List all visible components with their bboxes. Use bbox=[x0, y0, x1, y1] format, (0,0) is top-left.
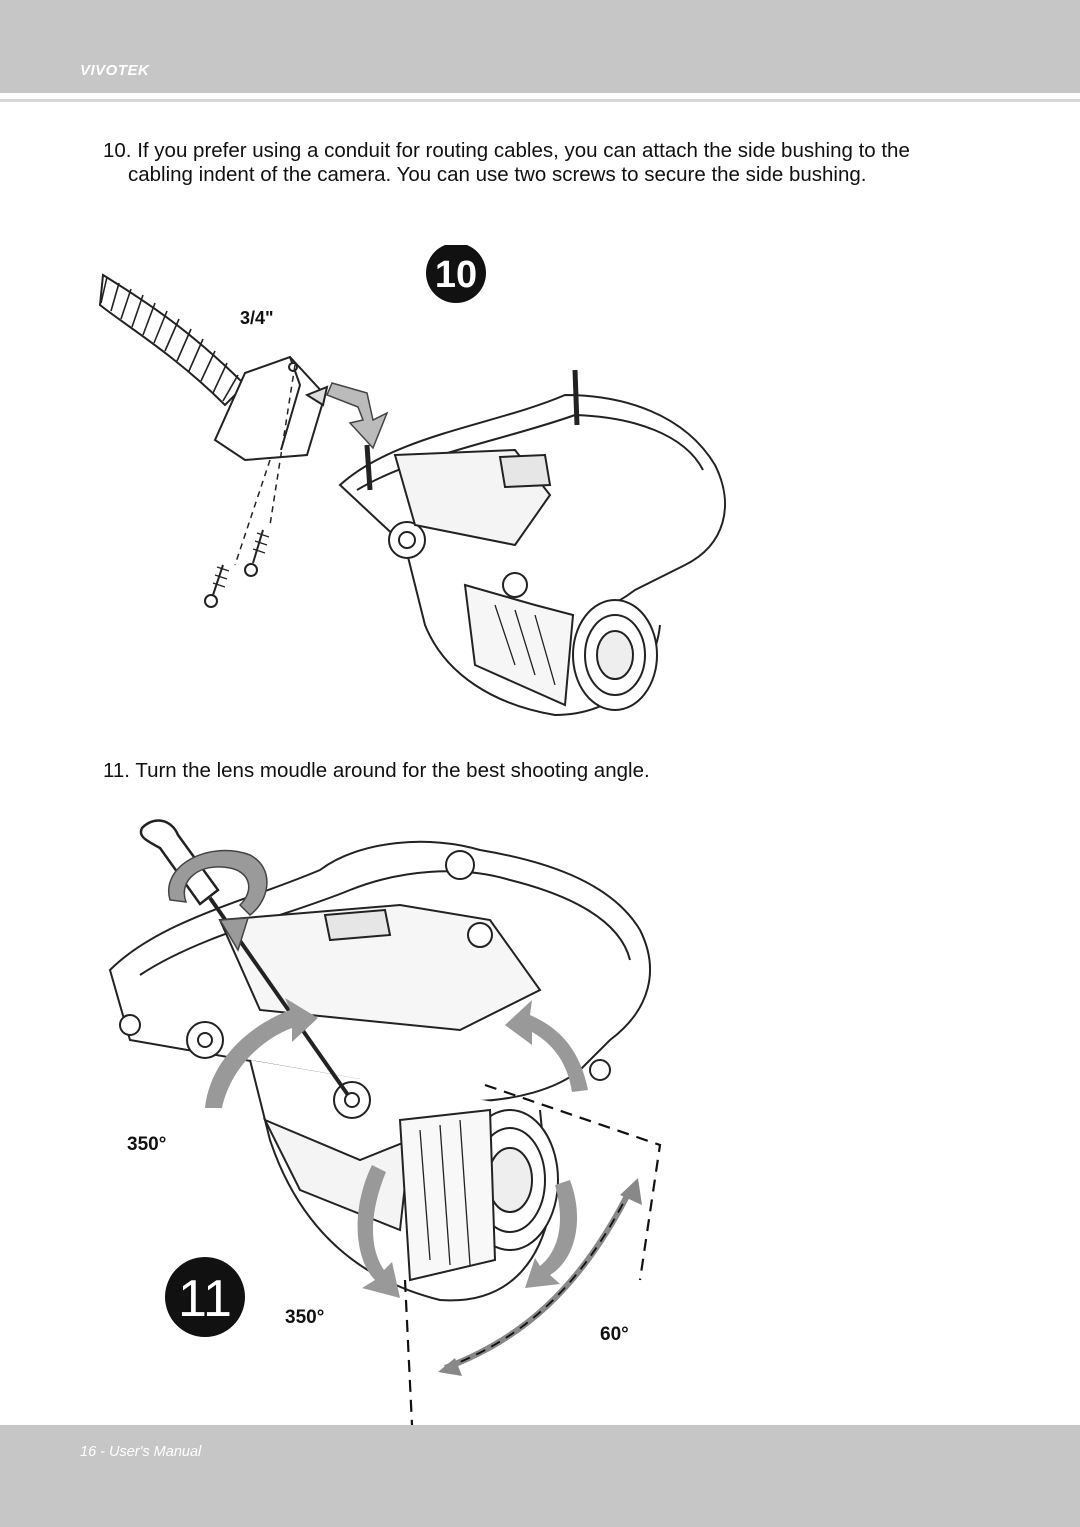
camera-housing-illustration bbox=[108, 840, 651, 1302]
figure-10-illustration: 3/4" 10 bbox=[98, 245, 726, 717]
screw-guide-lines bbox=[234, 364, 296, 566]
step-11-badge: 11 bbox=[165, 1257, 245, 1337]
rotate-arrow-right-icon bbox=[525, 1180, 578, 1288]
tilt-guide-lines bbox=[403, 1083, 662, 1425]
step-11-line1: Turn the lens moudle around for the best… bbox=[135, 759, 650, 782]
rotate-arrow-left-icon bbox=[357, 1165, 400, 1298]
page-footer bbox=[0, 1425, 1080, 1527]
screw-right bbox=[244, 529, 270, 577]
conduit-size-label: 3/4" bbox=[240, 308, 274, 328]
insert-arrow-icon bbox=[326, 382, 389, 450]
step-11-text: 11. Turn the lens moudle around for the … bbox=[103, 759, 650, 783]
page-number-label: 16 - User's Manual bbox=[80, 1444, 202, 1460]
step-10-badge-number: 10 bbox=[435, 254, 477, 296]
pan-arrow-left-icon bbox=[205, 998, 318, 1108]
tilt-arc-arrow-icon bbox=[438, 1178, 642, 1376]
camera-body-illustration bbox=[338, 369, 726, 717]
conduit-illustration bbox=[98, 273, 247, 407]
rotate-angle-label: 350° bbox=[285, 1307, 324, 1328]
brand-logo: VIVOTEK bbox=[80, 62, 150, 79]
step-10-badge: 10 bbox=[426, 245, 486, 303]
rotate-screwdriver-icon bbox=[167, 849, 268, 952]
screw-left bbox=[204, 564, 230, 608]
pan-angle-label: 350° bbox=[127, 1134, 166, 1155]
step-10-number: 10. bbox=[103, 139, 132, 162]
side-bushing bbox=[213, 355, 329, 462]
tilt-angle-label: 60° bbox=[600, 1324, 629, 1345]
step-10-line2: cabling indent of the camera. You can us… bbox=[128, 163, 867, 186]
step-10-line1: If you prefer using a conduit for routin… bbox=[137, 139, 910, 162]
pan-arrow-right-icon bbox=[505, 1000, 588, 1092]
page-header bbox=[0, 0, 1080, 93]
header-divider bbox=[0, 99, 1080, 102]
step-11-number: 11. bbox=[103, 759, 130, 782]
figure-11-illustration: 350° 350° 60° 11 bbox=[108, 819, 662, 1425]
step-11-badge-number: 11 bbox=[178, 1270, 232, 1328]
step-10-text: 10. If you prefer using a conduit for ro… bbox=[103, 139, 1003, 187]
